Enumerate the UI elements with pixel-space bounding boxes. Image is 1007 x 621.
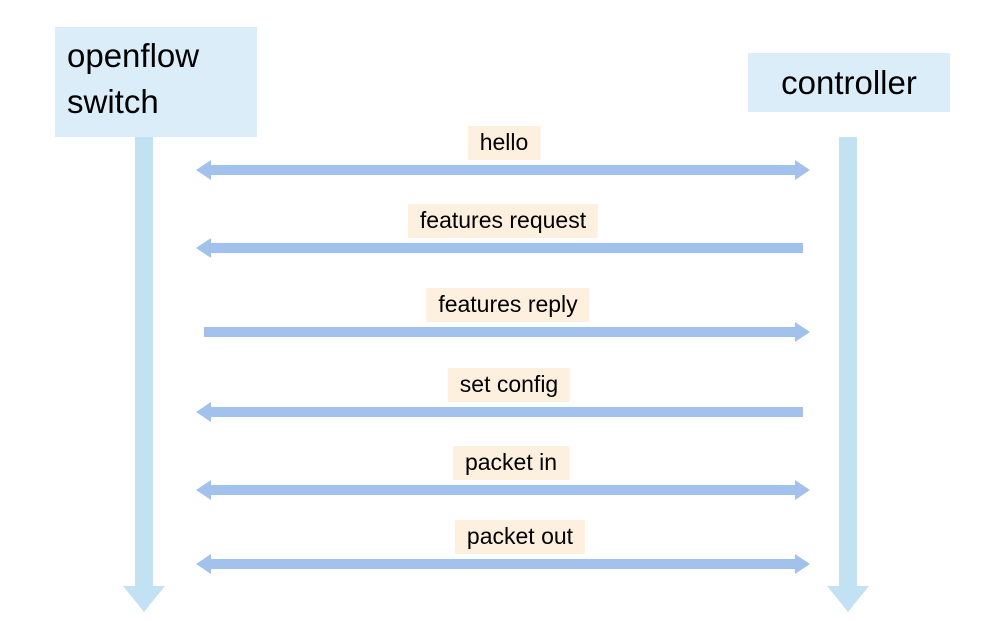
arrowhead-right-icon (795, 160, 810, 180)
arrowhead-left-icon (196, 402, 211, 422)
message-label: packet out (454, 520, 586, 554)
arrowhead-right-icon (795, 322, 810, 342)
arrow-line (211, 165, 795, 175)
arrowhead-left-icon (196, 480, 211, 500)
down-arrowhead-icon (123, 586, 165, 612)
arrow-line (204, 327, 795, 337)
arrowhead-left-icon (196, 160, 211, 180)
lifeline-bar (135, 137, 153, 586)
actor-label-controller: controller (781, 63, 917, 101)
arrow-line (211, 485, 795, 495)
message-label: features request (407, 204, 599, 238)
left-arrow (196, 238, 810, 258)
actor-box-openflow-switch: openflow switch (55, 27, 257, 137)
arrowhead-left-icon (196, 238, 211, 258)
arrowhead-right-icon (795, 480, 810, 500)
arrow-line (211, 407, 803, 417)
bidirectional-arrow (196, 480, 810, 500)
arrowhead-left-icon (196, 554, 211, 574)
message-label: features reply (426, 288, 590, 322)
right-arrow (196, 322, 810, 342)
bidirectional-arrow (196, 160, 810, 180)
lifeline-bar (839, 137, 857, 586)
message-label: packet in (452, 446, 570, 480)
arrow-line (211, 243, 803, 253)
message-label: set config (447, 368, 571, 402)
arrow-line (211, 559, 795, 569)
down-arrowhead-icon (827, 586, 869, 612)
message-label: hello (467, 126, 541, 160)
actor-box-controller: controller (748, 53, 950, 112)
bidirectional-arrow (196, 554, 810, 574)
left-arrow (196, 402, 810, 422)
arrowhead-right-icon (795, 554, 810, 574)
actor-label-openflow-switch: openflow switch (67, 37, 200, 120)
